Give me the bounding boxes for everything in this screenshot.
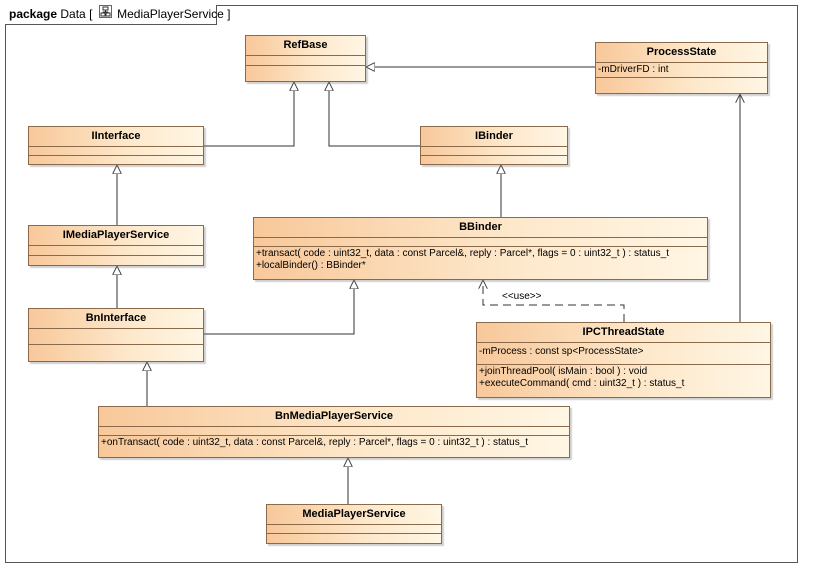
attribute: -mProcess : const sp<ProcessState>: [479, 346, 644, 357]
class-iinterface[interactable]: IInterface: [28, 126, 204, 165]
edge-ibinder-refbase: [329, 82, 420, 147]
operations-compartment: [29, 255, 203, 265]
operations-compartment: +joinThreadPool( isMain : bool ) : void …: [477, 364, 770, 391]
operation: +localBinder() : BBinder*: [256, 260, 366, 271]
open-bracket: [: [89, 7, 93, 21]
class-name: IMediaPlayerService: [62, 229, 170, 241]
operations-compartment: [29, 155, 203, 164]
attributes-compartment: [254, 237, 707, 246]
attributes-compartment: [99, 426, 569, 435]
class-name: IInterface: [91, 130, 141, 142]
class-name: ProcessState: [646, 46, 717, 58]
operations-compartment: +onTransact( code : uint32_t, data : con…: [99, 435, 569, 450]
class-imediaplayerservice[interactable]: IMediaPlayerService: [28, 225, 204, 266]
close-bracket: ]: [227, 7, 231, 21]
class-name: IBinder: [475, 130, 513, 142]
class-bbinder[interactable]: BBinder +transact( code : uint32_t, data…: [253, 217, 708, 280]
class-bninterface[interactable]: BnInterface: [28, 308, 204, 362]
operation: +joinThreadPool( isMain : bool ) : void: [479, 366, 648, 377]
operations-compartment: [596, 77, 767, 87]
operations-compartment: [421, 155, 567, 164]
class-name: IPCThreadState: [582, 326, 665, 338]
operation: +transact( code : uint32_t, data : const…: [256, 248, 669, 259]
attributes-compartment: [29, 328, 203, 344]
class-diagram-icon: [98, 5, 112, 24]
attributes-compartment: [29, 245, 203, 255]
edge-ipcthreadstate-use-bbinder: [483, 280, 625, 322]
attributes-compartment: [29, 146, 203, 155]
attributes-compartment: [267, 524, 441, 533]
operations-compartment: +transact( code : uint32_t, data : const…: [254, 246, 707, 273]
operations-compartment: [29, 344, 203, 360]
class-ibinder[interactable]: IBinder: [420, 126, 568, 165]
attributes-compartment: [246, 55, 365, 65]
class-processstate[interactable]: ProcessState -mDriverFD : int: [595, 42, 768, 94]
diagram-name: MediaPlayerService: [117, 7, 224, 21]
package-header: package Data [ MediaPlayerService ]: [5, 5, 231, 25]
class-bnmediaplayerservice[interactable]: BnMediaPlayerService +onTransact( code :…: [98, 406, 570, 458]
attribute: -mDriverFD : int: [598, 64, 669, 75]
attributes-compartment: [421, 146, 567, 155]
operation: +executeCommand( cmd : uint32_t ) : stat…: [479, 378, 685, 389]
class-ipcthreadstate[interactable]: IPCThreadState -mProcess : const sp<Proc…: [476, 322, 771, 398]
operation: +onTransact( code : uint32_t, data : con…: [101, 437, 529, 448]
use-stereotype-label: <<use>>: [502, 291, 542, 302]
package-frame: [5, 5, 798, 563]
class-name: BnMediaPlayerService: [274, 410, 393, 422]
class-mediaplayerservice[interactable]: MediaPlayerService: [266, 504, 442, 544]
attributes-compartment: -mProcess : const sp<ProcessState>: [477, 342, 770, 364]
operations-compartment: [246, 65, 365, 75]
class-name: RefBase: [283, 39, 328, 51]
class-name: MediaPlayerService: [302, 508, 406, 520]
package-keyword: package: [9, 7, 58, 21]
class-name: BnInterface: [85, 312, 147, 324]
class-refbase[interactable]: RefBase: [245, 35, 366, 82]
package-name: Data: [60, 7, 86, 21]
edge-iinterface-refbase: [204, 82, 294, 147]
attributes-compartment: -mDriverFD : int: [596, 62, 767, 77]
edge-bninterface-bbinder: [204, 280, 354, 335]
class-name: BBinder: [459, 221, 502, 233]
operations-compartment: [267, 533, 441, 542]
